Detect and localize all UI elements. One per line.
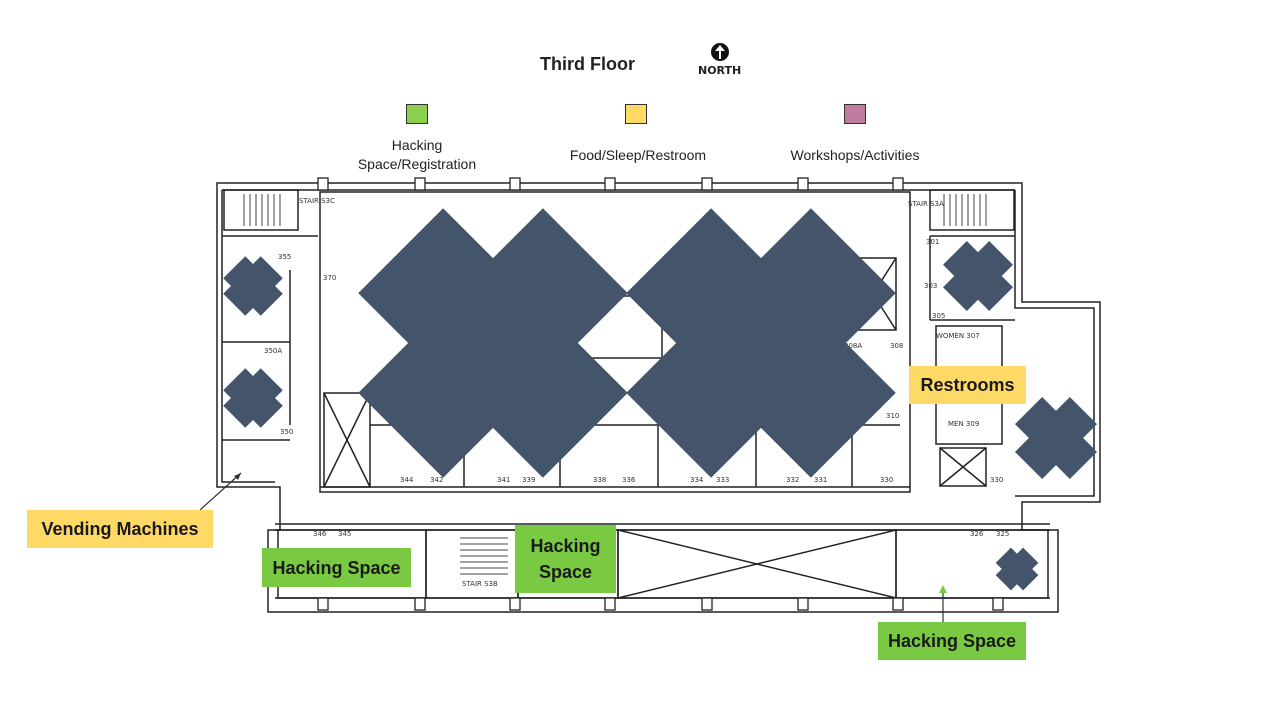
inner-wall: [221, 189, 1095, 497]
closed-x-icon: [223, 368, 283, 428]
legend-swatch-hacking: [406, 104, 428, 124]
closed-x-icon: [995, 547, 1039, 591]
outer-wall: [216, 182, 1101, 613]
room-label: 338: [593, 476, 606, 484]
legend-label-hacking: Hacking Space/Registration: [357, 137, 477, 172]
room-label: 346: [313, 530, 327, 538]
room-label: STAIR S3B: [462, 580, 498, 588]
vending-machines-label: Vending Machines: [27, 510, 213, 548]
room-label: 305: [932, 312, 945, 320]
room-label: 336: [622, 476, 636, 484]
north-label: NORTH: [698, 64, 742, 77]
room-label: 341: [497, 476, 510, 484]
vending-pointer-head: [234, 473, 241, 480]
room-label: 308: [890, 342, 903, 350]
stair-s3c: [223, 189, 299, 231]
page-title: Third Floor: [540, 54, 635, 74]
restrooms-label: Restrooms: [909, 366, 1026, 404]
main-hall-wall: [319, 191, 911, 493]
room-label: 325: [996, 530, 1009, 538]
hall-shaft-west: [323, 392, 371, 488]
hacking-space-label-west: Hacking Space: [262, 548, 411, 587]
room-label: 303: [924, 282, 937, 290]
hacking-space-label-center: Hacking Space: [515, 525, 616, 593]
room-label: 326: [970, 530, 984, 538]
room-label: 355: [278, 253, 291, 261]
room-label: STAIR S3A: [908, 200, 944, 208]
stair-s3a: [929, 189, 1015, 231]
room-label: 301: [926, 238, 939, 246]
room-label: 310: [886, 412, 899, 420]
room-label: 333: [716, 476, 729, 484]
room-label: 334: [690, 476, 704, 484]
closed-x-icon: [358, 208, 628, 478]
room-label: MEN 309: [948, 420, 979, 428]
room-label: 339: [522, 476, 535, 484]
room-label: 332: [786, 476, 799, 484]
closed-x-icon: [626, 208, 896, 478]
room-label: 308A: [844, 342, 862, 350]
room-label: WOMEN 307: [936, 332, 980, 340]
room-label: 350: [280, 428, 293, 436]
lower-room-east: [895, 529, 1049, 599]
closed-x-icon: [1015, 397, 1097, 479]
closed-x-icon: [943, 241, 1013, 311]
room-label: 370: [323, 274, 336, 282]
room-label: 350A: [264, 347, 282, 355]
hacking-pointer-head: [939, 585, 947, 593]
room-label: 330: [880, 476, 893, 484]
hacking-space-label-east: Hacking Space: [878, 622, 1026, 660]
room-label: 331: [814, 476, 827, 484]
room-label: 330: [990, 476, 1003, 484]
legend-swatch-food: [625, 104, 647, 124]
north-arrow-icon: [711, 43, 729, 61]
legend-label-food: Food/Sleep/Restroom: [569, 147, 707, 163]
room-label: 342: [430, 476, 443, 484]
room-label: STAIR S3C: [299, 197, 335, 205]
legend-swatch-workshops: [844, 104, 866, 124]
legend-label-workshops: Workshops/Activities: [790, 147, 920, 163]
room-label: 345: [338, 530, 351, 538]
room-label: 344: [400, 476, 414, 484]
closed-markers: [223, 208, 1097, 591]
vending-pointer: [199, 472, 242, 511]
closed-x-icon: [223, 256, 283, 316]
elevator: [939, 447, 987, 487]
